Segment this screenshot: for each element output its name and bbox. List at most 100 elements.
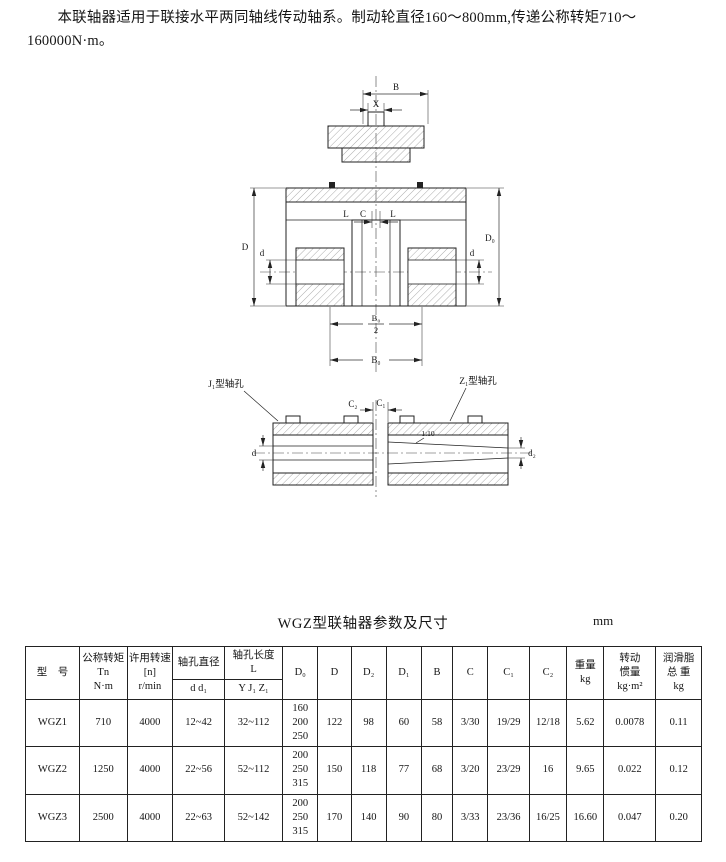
header-d2: D₂ [350,646,387,700]
dim-label-l-left: L [343,209,349,219]
d1-cell: 77 [385,746,423,795]
j1-hub-wall [272,422,374,436]
d-cell: 150 [317,746,352,795]
d2-cell: 140 [350,793,387,843]
grease-cell: 0.12 [655,746,702,795]
d1-cell: 90 [385,793,423,843]
bore-left [295,259,345,285]
table-row: WGZ1 710 4000 12~42 32~112 160 200 250 1… [25,698,702,748]
leader-line [449,387,467,422]
bore-diameter-cell: 12~42 [172,698,226,748]
dim-label-c2: C₂ [348,399,357,409]
d0-cell: 160 200 250 [282,698,319,748]
z1-hub-body [387,422,509,486]
table-title: WGZ型联轴器参数及尺寸 [277,616,449,632]
j1-hub-body [272,422,374,486]
dim-label-d-bore-left: d [260,248,265,258]
j1-bore-type-label: J₁型轴孔 [208,378,244,390]
header-model: 型 号 [25,646,80,700]
inertia-cell: 0.022 [603,746,657,795]
dim-label-d-detail: d [252,448,257,458]
header-c: C [452,646,489,700]
header-bore-length: 轴孔长度 L [224,645,284,681]
table-caption: WGZ型联轴器参数及尺寸 mm [0,612,726,634]
c1-cell: 23/29 [487,746,530,795]
d0-cell: 200 250 315 [282,793,319,843]
grease-cell: 0.11 [655,698,702,748]
dim-label-b0-numerator: B₀ [372,313,381,323]
z1-taper-bore-line [387,441,509,449]
d-cell: 170 [317,793,352,843]
header-b: B [420,646,454,700]
top-flange-step [341,147,411,163]
dim-label-b: B [393,82,399,92]
table-row: WGZ3 2500 4000 22~63 52~142 200 250 315 … [25,793,702,843]
leader-line [415,437,425,444]
header-bore-length-sub: Y J₁ Z₁ [224,679,284,700]
bore-length-cell: 52~142 [224,793,284,843]
drum-top-band [285,187,467,203]
dim-label-d-bore-right: d [470,248,475,258]
header-d: D [317,646,352,700]
center-sleeve [351,219,401,307]
z1-hub-wall [387,422,509,436]
dim-label-c: C [360,209,366,219]
speed-cell: 4000 [126,746,174,795]
dimension-lines: B X D d d D₀ L C L [242,82,504,366]
header-d0: D₀ [282,646,319,700]
table-unit-label: mm [593,613,614,628]
z1-hub-wall [387,472,509,486]
dim-label-d-outer: D [242,242,249,252]
header-bore-diameter-sub: d d₁ [172,679,226,700]
c2-cell: 16 [528,746,568,795]
dim-label-b0-denominator: 2 [374,325,378,335]
d-cell: 122 [317,698,352,748]
header-d1: D₁ [385,646,423,700]
intro-paragraph: 本联轴器适用于联接水平两同轴线传动轴系。制动轮直径160～800mm,传递公称转… [27,10,637,50]
inertia-cell: 0.047 [603,793,657,843]
c-cell: 3/33 [452,793,489,843]
bore-right [407,259,457,285]
j1-lug [285,415,301,424]
d1-cell: 60 [385,698,423,748]
bore-diameter-cell: 22~63 [172,793,226,843]
dim-label-l-right: L [390,209,396,219]
c2-cell: 16/25 [528,793,568,843]
z1-taper-bore-line [387,457,509,465]
dim-label-c1: C₁ [376,398,385,408]
speed-cell: 4000 [126,793,174,843]
j1-hub-wall [272,472,374,486]
header-speed: 许用转速 [n] r/min [126,646,174,700]
dim-label-d0: D₀ [485,233,495,243]
header-c2: C₂ [528,646,568,700]
c2-cell: 12/18 [528,698,568,748]
top-flange-plate [327,125,425,149]
grease-cell: 0.20 [655,793,702,843]
table-row: WGZ2 1250 4000 22~56 52~112 200 250 315 … [25,746,702,795]
inertia-cell: 0.0078 [603,698,657,748]
header-weight: 重量 kg [566,646,605,700]
d2-cell: 98 [350,698,387,748]
b-cell: 58 [420,698,454,748]
z1-lug [467,415,483,424]
header-row-1: 型 号 公称转矩 Tn N·m 许用转速 [n] r/min 轴孔直径 轴孔长度… [25,645,702,700]
z1-lug [399,415,415,424]
torque-cell: 710 [78,698,128,748]
taper-ratio-label: 1:10 [421,429,435,438]
bore-diameter-cell: 22~56 [172,746,226,795]
weight-cell: 5.62 [566,698,605,748]
bore-length-cell: 52~112 [224,746,284,795]
torque-cell: 1250 [78,746,128,795]
c-cell: 3/30 [452,698,489,748]
model-cell: WGZ3 [25,793,80,843]
leader-line [243,390,279,422]
z1-bore-type-label: Z₁型轴孔 [459,375,497,387]
c1-cell: 23/36 [487,793,530,843]
header-bore-diameter: 轴孔直径 [172,645,226,681]
d2-cell: 118 [350,746,387,795]
header-row-2: d d₁ Y J₁ Z₁ [26,679,702,700]
technical-drawing: B X D d d D₀ L C L [208,76,536,497]
dim-label-b0: B₀ [371,355,380,365]
weight-cell: 16.60 [566,793,605,843]
